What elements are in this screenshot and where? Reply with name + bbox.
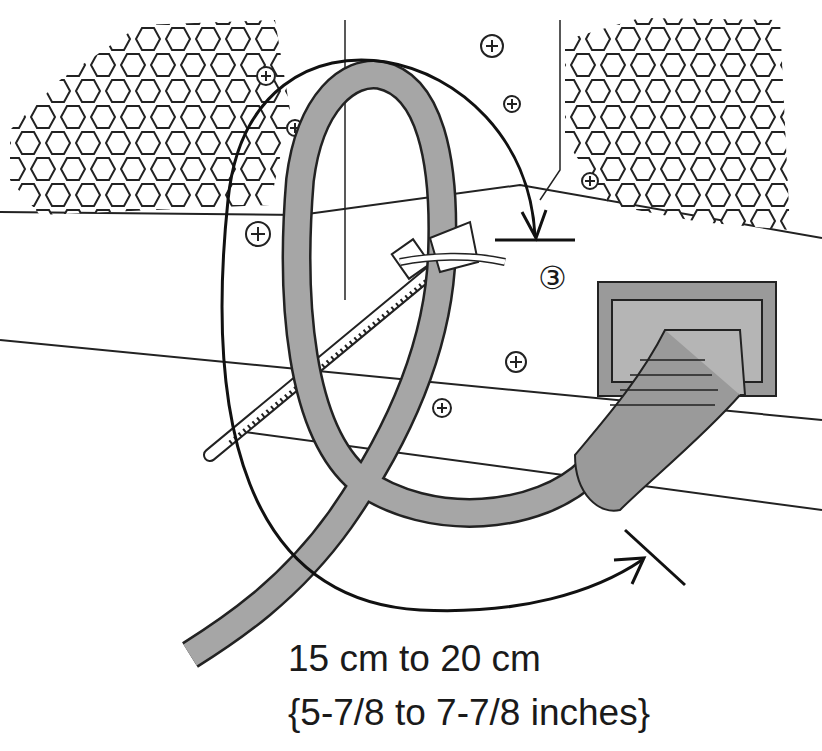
dimension-label: 15 cm to 20 cm — [288, 640, 541, 677]
callout-number: ③ — [538, 262, 567, 294]
dimension-label: {5-7/8 to 7-7/8 inches} — [288, 694, 650, 731]
